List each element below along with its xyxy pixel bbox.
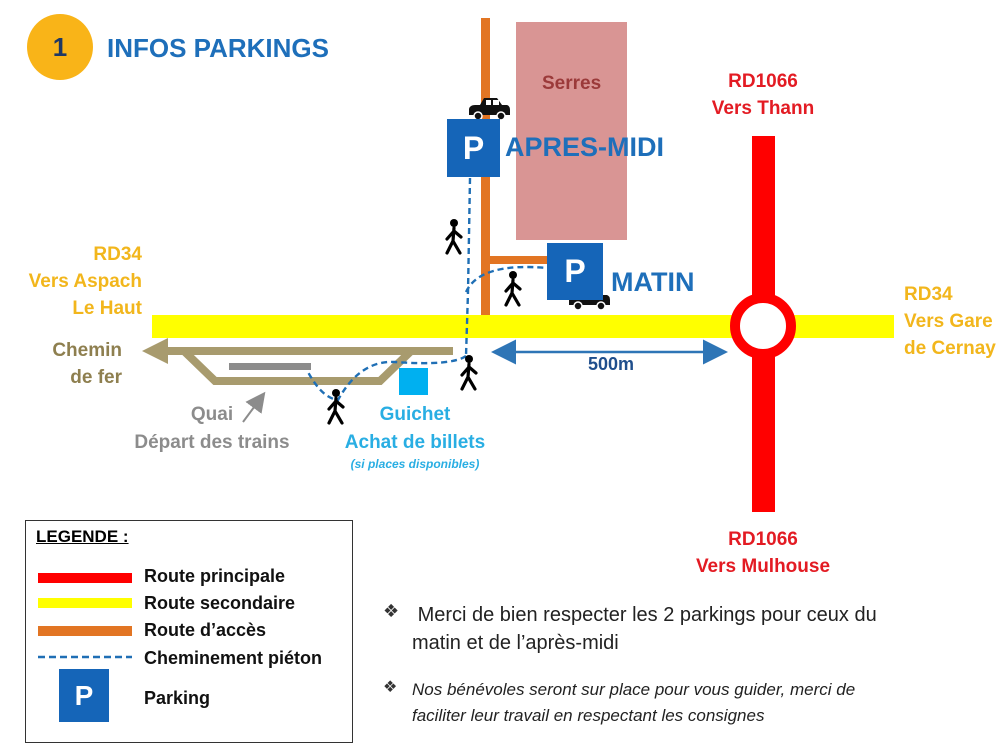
parking-matin-icon: P: [547, 243, 603, 300]
pedestrian-icon: [504, 269, 522, 307]
greenhouse-block: [516, 22, 627, 240]
number-badge: 1: [27, 14, 93, 80]
parking-apres-midi-icon: P: [447, 119, 500, 177]
note1-bullet-icon: ❖: [383, 601, 400, 621]
roundabout: [730, 293, 796, 359]
pedestrian-icon: [445, 217, 463, 255]
ticket-office: [399, 368, 428, 395]
access-road-horizontal: [481, 256, 567, 264]
note2-bullet-icon: ❖: [383, 679, 398, 696]
legend-box: LEGENDE : Route principale Route seconda…: [25, 520, 353, 743]
legend-secondary-road-swatch: [38, 598, 132, 608]
parking-apres-midi-label: APRES-MIDI: [505, 132, 665, 162]
legend-parking-icon: P: [59, 669, 109, 722]
legend-access-road-swatch: [38, 626, 132, 636]
parking-matin-label: MATIN: [611, 267, 695, 297]
legend-title: LEGENDE :: [36, 527, 129, 546]
platform-arrow: [242, 391, 266, 423]
greenhouse-label: Serres: [542, 73, 602, 94]
platform: [229, 363, 311, 370]
distance-label: 500m: [588, 354, 635, 374]
legend-main-road-swatch: [38, 573, 132, 583]
ticket-office-note: (si places disponibles): [350, 457, 480, 471]
secondary-road-rd34: [152, 315, 894, 338]
pedestrian-path: [306, 177, 548, 402]
pedestrian-icon: [460, 353, 478, 391]
note-parking-respect: Merci de bien respecter les 2 parkings p…: [412, 604, 877, 654]
railway-track: [142, 338, 453, 385]
note-volunteers: Nos bénévoles seront sur place pour vous…: [412, 680, 856, 725]
page-title: INFOS PARKINGS: [107, 33, 329, 63]
